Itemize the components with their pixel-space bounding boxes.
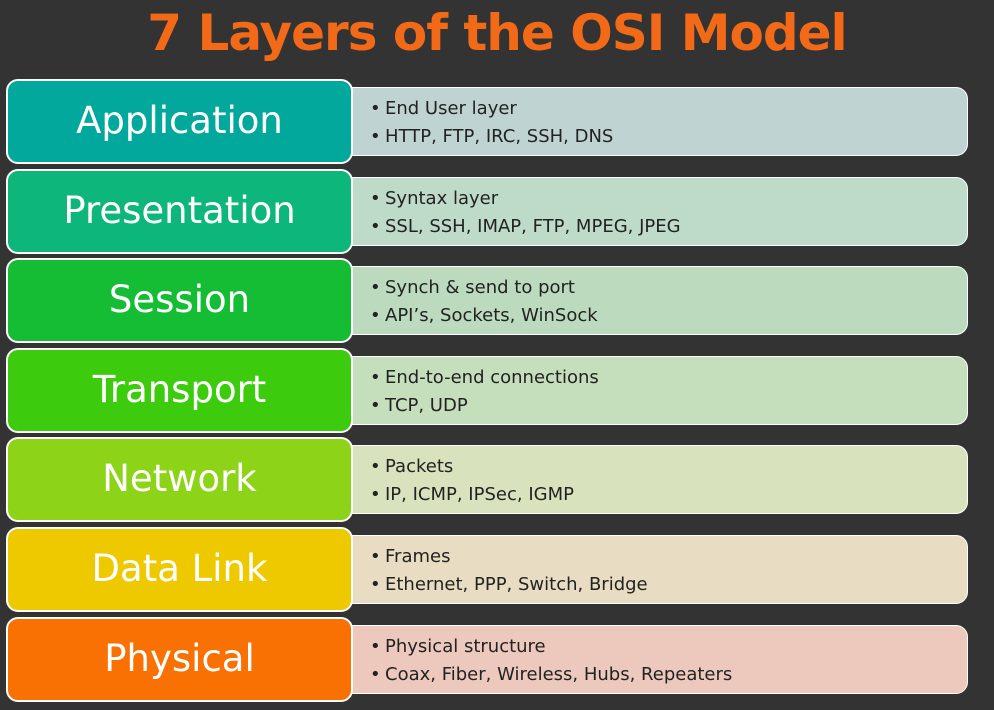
layer-data-link-label: Data Link [6, 527, 353, 612]
bullet-dot-icon: • [370, 574, 381, 595]
bullet-dot-icon: • [370, 98, 381, 119]
bullet-dot-icon: • [370, 456, 381, 477]
bullet-item: •HTTP, FTP, IRC, SSH, DNS [370, 123, 613, 151]
bullet-dot-icon: • [370, 277, 381, 298]
bullet-dot-icon: • [370, 216, 381, 237]
bullet-item: •Physical structure [370, 633, 732, 661]
bullet-item: •API’s, Sockets, WinSock [370, 302, 598, 330]
layer-application-bullets: •End User layer •HTTP, FTP, IRC, SSH, DN… [370, 95, 613, 151]
bullet-dot-icon: • [370, 636, 381, 657]
layer-session-description: •Synch & send to port •API’s, Sockets, W… [338, 266, 968, 335]
bullet-dot-icon: • [370, 188, 381, 209]
layer-application-description: •End User layer •HTTP, FTP, IRC, SSH, DN… [338, 87, 968, 156]
layer-network: •Packets •IP, ICMP, IPSec, IGMP Network [0, 437, 994, 527]
bullet-dot-icon: • [370, 664, 381, 685]
bullet-item: •Packets [370, 453, 574, 481]
bullet-dot-icon: • [370, 305, 381, 326]
bullet-dot-icon: • [370, 546, 381, 567]
layer-transport-bullets: •End-to-end connections •TCP, UDP [370, 364, 599, 420]
layer-presentation-description: •Syntax layer •SSL, SSH, IMAP, FTP, MPEG… [338, 177, 968, 246]
layer-network-bullets: •Packets •IP, ICMP, IPSec, IGMP [370, 453, 574, 509]
bullet-item: •Syntax layer [370, 185, 681, 213]
bullet-dot-icon: • [370, 484, 381, 505]
bullet-item: •IP, ICMP, IPSec, IGMP [370, 481, 574, 509]
layer-network-description: •Packets •IP, ICMP, IPSec, IGMP [338, 445, 968, 514]
layer-physical-description: •Physical structure •Coax, Fiber, Wirele… [338, 625, 968, 694]
bullet-item: •SSL, SSH, IMAP, FTP, MPEG, JPEG [370, 213, 681, 241]
layer-data-link-description: •Frames •Ethernet, PPP, Switch, Bridge [338, 535, 968, 604]
layer-application: •End User layer •HTTP, FTP, IRC, SSH, DN… [0, 79, 994, 169]
bullet-dot-icon: • [370, 395, 381, 416]
bullet-item: •End User layer [370, 95, 613, 123]
layer-presentation: •Syntax layer •SSL, SSH, IMAP, FTP, MPEG… [0, 169, 994, 259]
layer-session: •Synch & send to port •API’s, Sockets, W… [0, 258, 994, 348]
layer-transport-label: Transport [6, 348, 353, 433]
page-title: 7 Layers of the OSI Model [147, 4, 847, 62]
layer-data-link-bullets: •Frames •Ethernet, PPP, Switch, Bridge [370, 543, 648, 599]
layer-transport-description: •End-to-end connections •TCP, UDP [338, 356, 968, 425]
layer-data-link: •Frames •Ethernet, PPP, Switch, Bridge D… [0, 527, 994, 617]
layer-physical: •Physical structure •Coax, Fiber, Wirele… [0, 617, 994, 707]
layer-network-label: Network [6, 437, 353, 522]
layer-session-bullets: •Synch & send to port •API’s, Sockets, W… [370, 274, 598, 330]
layer-physical-label: Physical [6, 617, 353, 702]
bullet-item: •Coax, Fiber, Wireless, Hubs, Repeaters [370, 661, 732, 689]
bullet-item: •TCP, UDP [370, 392, 599, 420]
layer-physical-bullets: •Physical structure •Coax, Fiber, Wirele… [370, 633, 732, 689]
layer-presentation-bullets: •Syntax layer •SSL, SSH, IMAP, FTP, MPEG… [370, 185, 681, 241]
bullet-item: •Frames [370, 543, 648, 571]
layer-presentation-label: Presentation [6, 169, 353, 254]
bullet-item: •End-to-end connections [370, 364, 599, 392]
bullet-item: •Synch & send to port [370, 274, 598, 302]
bullet-item: •Ethernet, PPP, Switch, Bridge [370, 571, 648, 599]
bullet-dot-icon: • [370, 367, 381, 388]
bullet-dot-icon: • [370, 126, 381, 147]
layer-session-label: Session [6, 258, 353, 343]
layer-application-label: Application [6, 79, 353, 164]
layer-transport: •End-to-end connections •TCP, UDP Transp… [0, 348, 994, 438]
